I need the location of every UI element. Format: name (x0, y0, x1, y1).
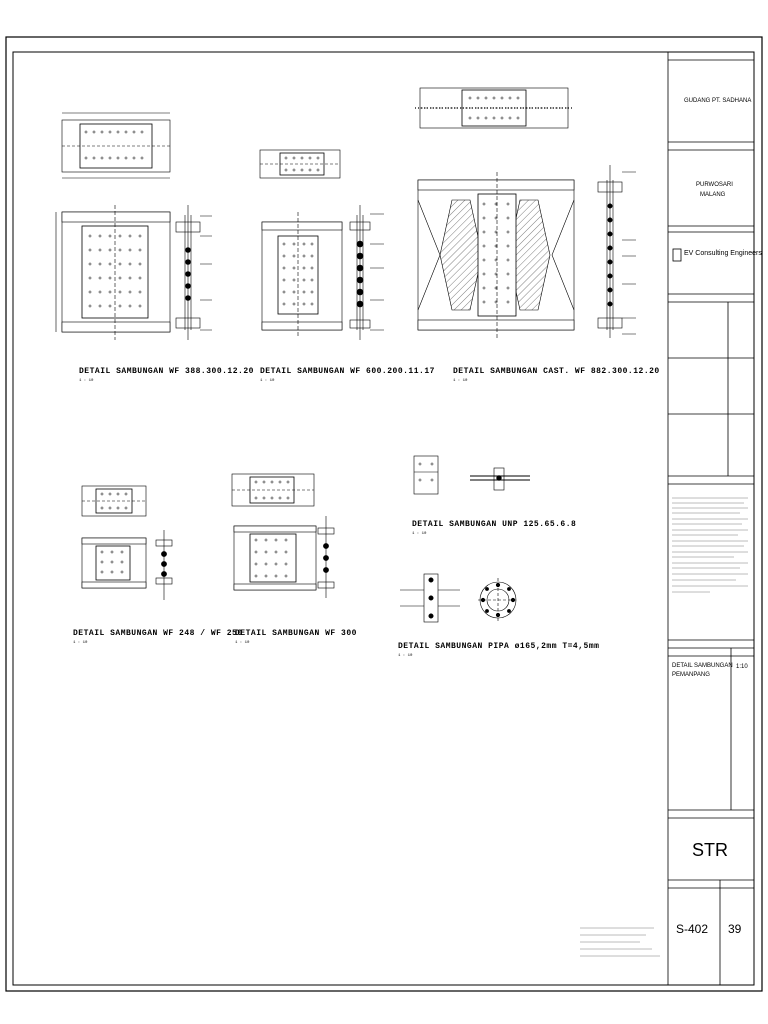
detail-scale-pipe: 1 : 10 (398, 654, 413, 658)
project-name: GUDANG PT. SADHANA (684, 98, 752, 104)
detail-castellated-wf882 (415, 87, 636, 338)
detail-scale-wf300: 1 : 10 (235, 641, 250, 645)
detail-title-unp: DETAIL SAMBUNGAN UNP 125.65.6.8 (412, 520, 577, 529)
detail-scale-wf248: 1 : 10 (73, 641, 88, 645)
detail-title-pipe: DETAIL SAMBUNGAN PIPA ø165,2mm T=4,5mm (398, 642, 600, 651)
inner-border (12, 51, 755, 986)
detail-title-wf388: DETAIL SAMBUNGAN WF 388.300.12.20 (79, 367, 254, 376)
detail-title-wf300: DETAIL SAMBUNGAN WF 300 (235, 629, 357, 638)
drawing-scale: 1:10 (736, 664, 748, 670)
notes-lines (672, 497, 748, 593)
detail-scale-wf600: 1 : 10 (260, 379, 275, 383)
detail-scale-wf388: 1 : 10 (79, 379, 94, 383)
discipline-code: STR (692, 840, 728, 860)
detail-wf248-wf250 (81, 485, 173, 600)
detail-title-castellated: DETAIL SAMBUNGAN CAST. WF 882.300.12.20 (453, 367, 660, 376)
detail-scale-castellated: 1 : 10 (453, 379, 468, 383)
drawing-number: S-402 (676, 922, 709, 936)
detail-unp125 (413, 455, 530, 495)
drawing-title-line1: DETAIL SAMBUNGAN (672, 663, 733, 669)
outer-border (5, 36, 763, 992)
sheet-count: 39 (728, 922, 742, 936)
consultant-logo-icon (672, 248, 682, 262)
detail-wf388 (55, 112, 212, 340)
detail-pipe165 (400, 573, 518, 623)
drawing-title-line2: PEMANPANG (672, 672, 710, 678)
title-block-frame (667, 51, 755, 986)
consultant-name: EV Consulting Engineers (684, 250, 762, 257)
location-line2: MALANG (700, 192, 726, 198)
detail-title-wf248: DETAIL SAMBUNGAN WF 248 / WF 250 (73, 629, 243, 638)
detail-scale-unp: 1 : 10 (412, 532, 427, 536)
detail-wf600 (259, 149, 384, 340)
general-notes (580, 927, 660, 957)
detail-title-wf600: DETAIL SAMBUNGAN WF 600.200.11.17 (260, 367, 435, 376)
location-line1: PURWOSARI (696, 182, 733, 188)
detail-wf300 (231, 473, 335, 598)
